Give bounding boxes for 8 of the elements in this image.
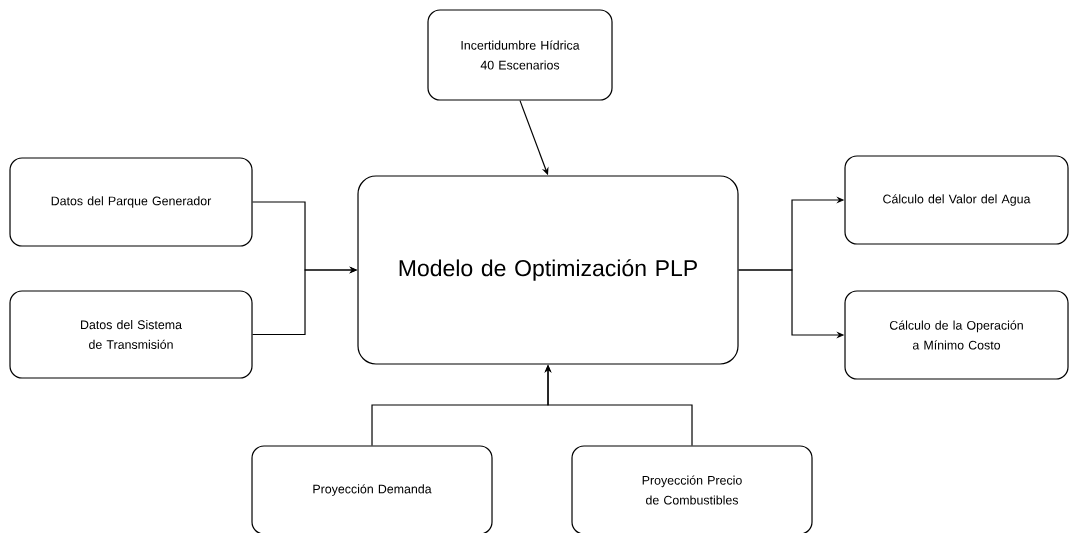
process-box: Datos del Sistema de Transmisión	[9, 290, 253, 379]
process-box: Cálculo de la Operación a Mínimo Costo	[844, 290, 1069, 380]
process-box: Proyección Demanda	[251, 445, 493, 533]
process-box: Incertidumbre Hídrica 40 Escenarios	[427, 9, 613, 101]
process-box: Datos del Parque Generador	[9, 157, 253, 247]
process-box: Cálculo del Valor del Agua	[844, 155, 1069, 245]
process-box: Modelo de Optimización PLP	[357, 175, 739, 365]
process-box: Proyección Precio de Combustibles	[571, 445, 813, 533]
